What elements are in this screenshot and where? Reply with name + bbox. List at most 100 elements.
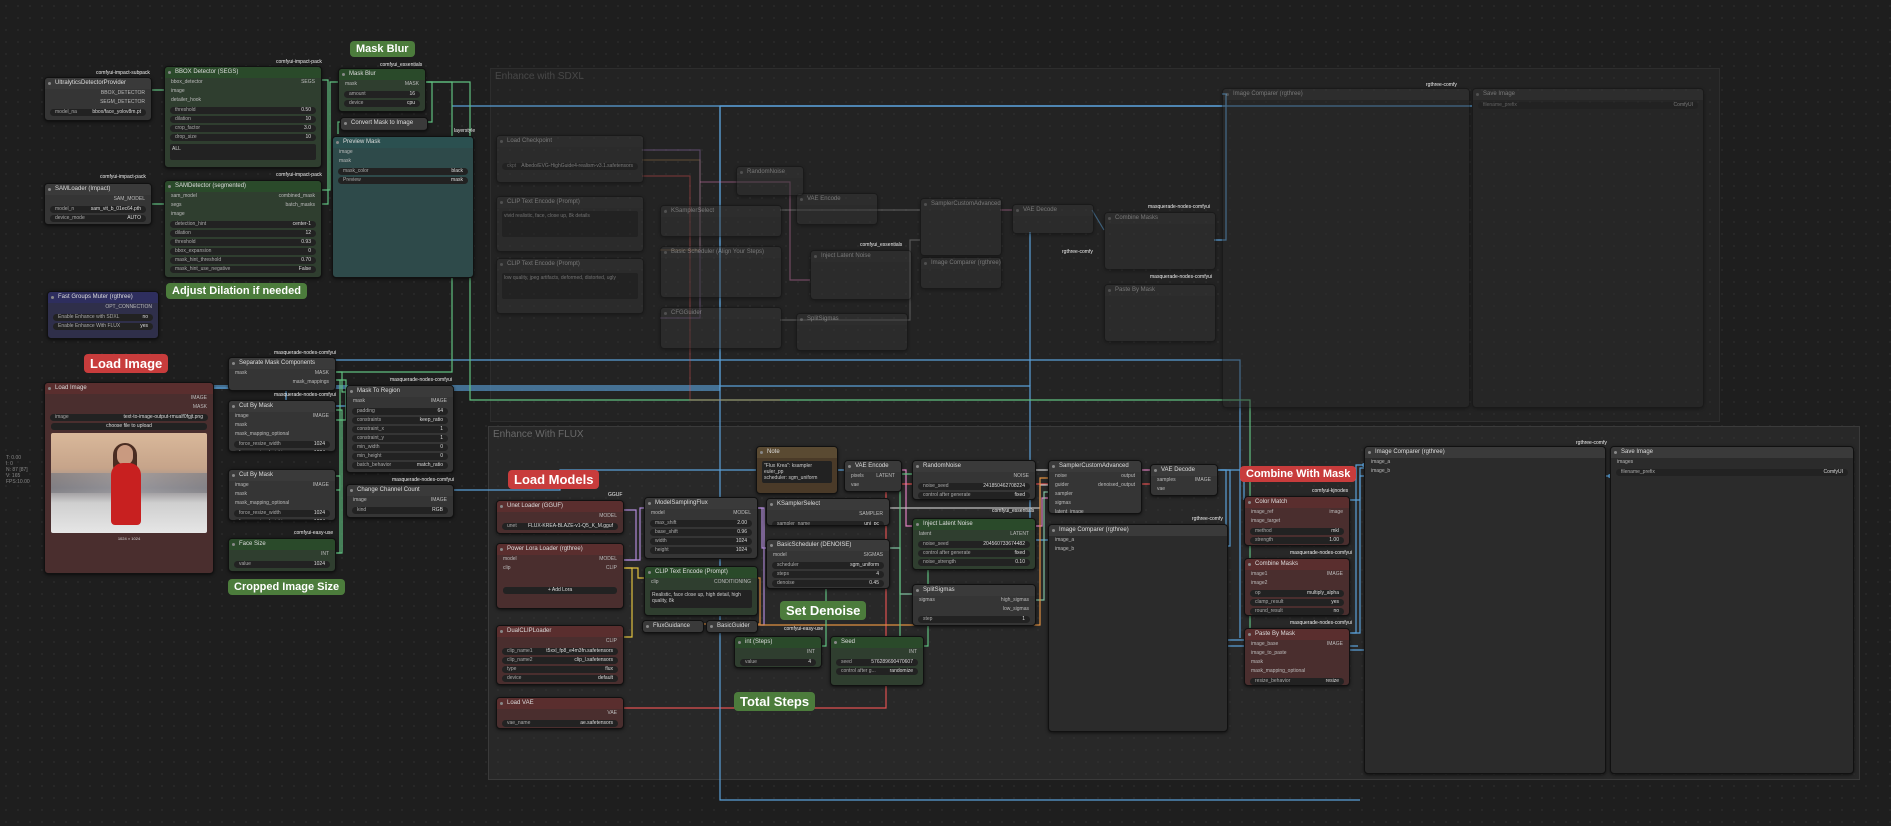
node-sdxl-ksampler-select[interactable]: KSamplerSelect	[660, 205, 782, 237]
node-basic-guider[interactable]: BasicGuider	[706, 620, 758, 633]
node-sdxl-paste[interactable]: Paste By Mask	[1104, 284, 1216, 342]
node-image-comparer-mid[interactable]: Image Comparer (rgthree) image_a image_b	[1048, 524, 1228, 732]
node-sdxl-random-noise[interactable]: RandomNoise	[736, 166, 804, 196]
node-fast-groups-muter[interactable]: Fast Groups Muter (rgthree) OPT_CONNECTI…	[47, 291, 159, 339]
node-sdxl-image-compare[interactable]: Image Comparer (rgthree)	[1222, 88, 1470, 408]
node-sdxl-vae-encode[interactable]: VAE Encode	[796, 193, 878, 225]
node-flux-guidance[interactable]: FluxGuidance	[642, 620, 704, 633]
node-sdxl-basic-scheduler[interactable]: Basic Scheduler (Align Your Steps)	[660, 246, 782, 298]
node-sdxl-inject[interactable]: Inject Latent Noise	[810, 250, 912, 300]
node-convert-mask-to-image[interactable]: Convert Mask to Image	[340, 117, 428, 131]
node-ultralytics-detector[interactable]: UltralyticsDetectorProvider BBOX_DETECTO…	[44, 77, 152, 121]
node-note[interactable]: Note "Flux Krea": ksampler euler_pp sche…	[756, 446, 838, 494]
note-textbox[interactable]: "Flux Krea": ksampler euler_pp scheduler…	[762, 461, 832, 483]
node-sdxl-split-sigmas[interactable]: SplitSigmas	[796, 313, 908, 351]
control-widget[interactable]: control after g...randomize	[836, 668, 918, 675]
prompt-textbox[interactable]: low quality, jpeg artifacts, deformed, d…	[502, 273, 638, 299]
prompt-textbox[interactable]: Realistic, face close up, high detail, h…	[650, 590, 752, 608]
labels-textbox[interactable]: ALL	[170, 144, 316, 160]
node-image-comparer-right[interactable]: Image Comparer (rgthree) image_a image_b	[1364, 446, 1606, 774]
node-sdxl-clip-negative[interactable]: CLIP Text Encode (Prompt) low quality, j…	[496, 258, 644, 314]
node-sdxl-image-compare2[interactable]: Image Comparer (rgthree)	[920, 257, 1002, 289]
node-sdxl-vae-decode[interactable]: VAE Decode	[1012, 204, 1094, 234]
